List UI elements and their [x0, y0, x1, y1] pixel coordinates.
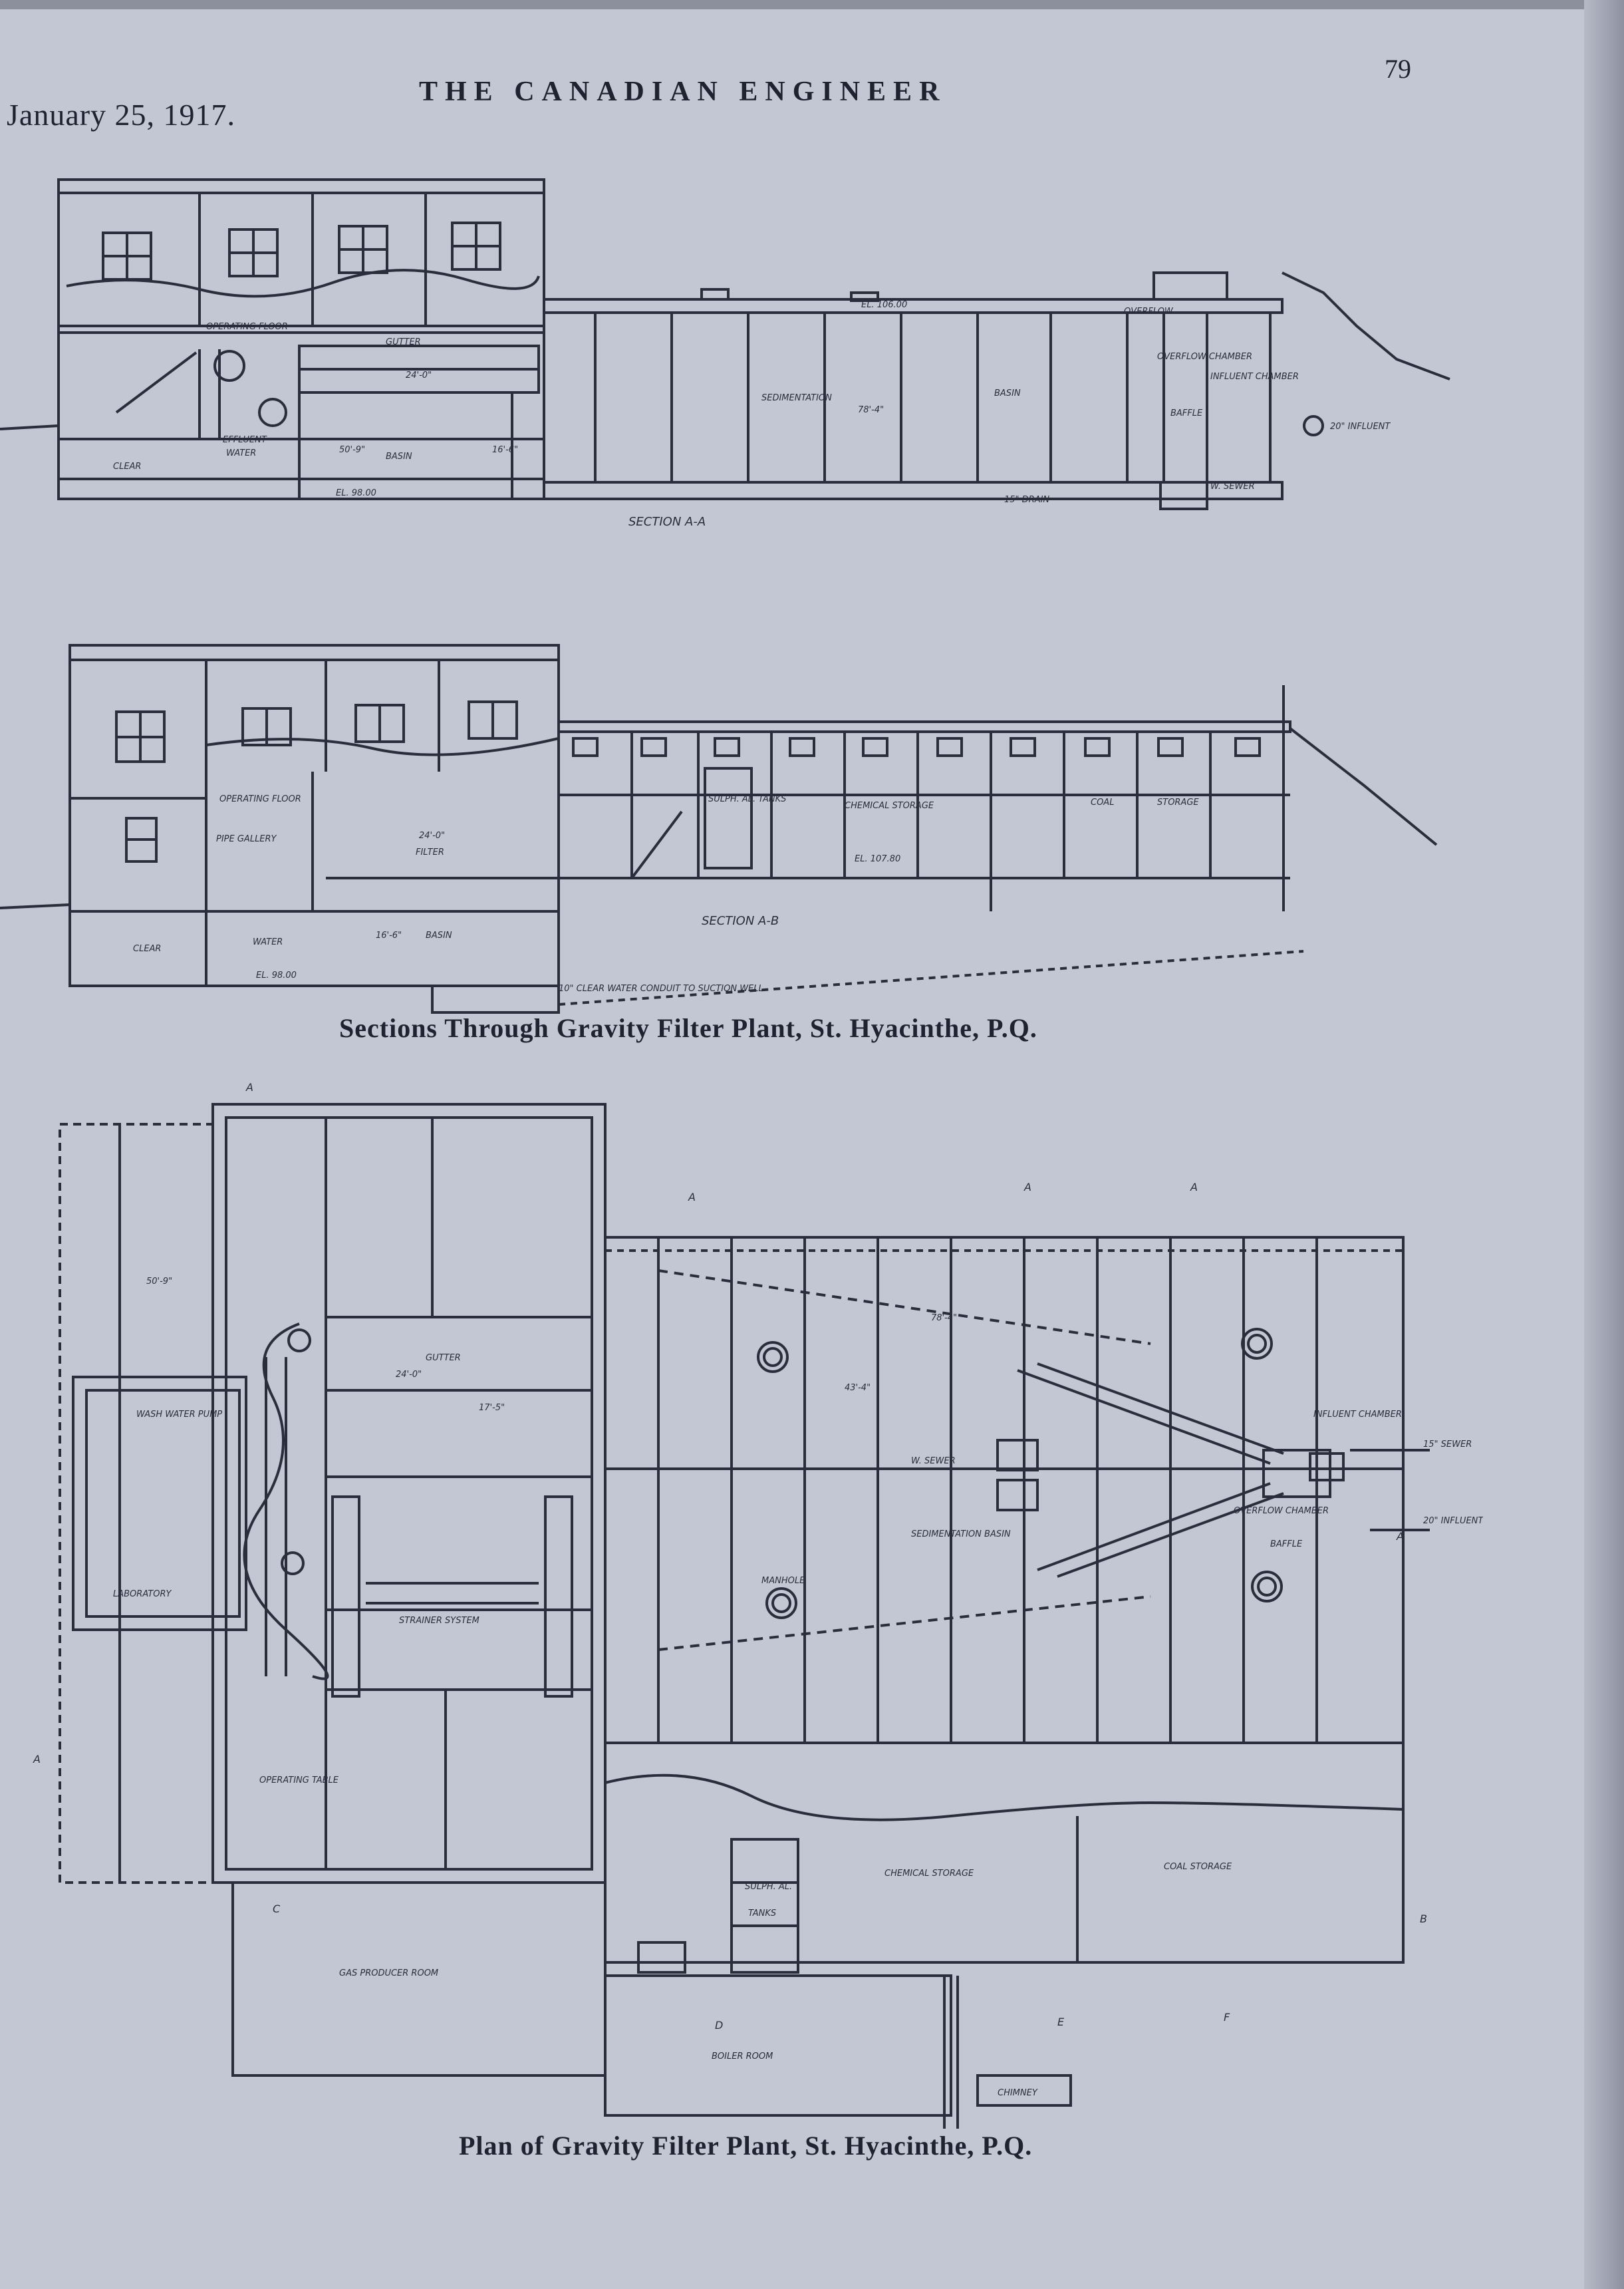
ab-label-basin: BASIN	[426, 931, 452, 941]
plan-label-influent-chamber: INFLUENT CHAMBER	[1313, 1410, 1402, 1420]
plan-label-sedimentation-basin: SEDIMENTATION BASIN	[911, 1529, 1011, 1539]
ab-section-title: SECTION A-B	[702, 914, 779, 928]
ab-label-dim-16: 16'-6"	[376, 931, 402, 941]
aa-label-basin: BASIN	[994, 388, 1021, 398]
ab-label-filter: FILTER	[416, 847, 444, 857]
ab-label-conduit: 10" CLEAR WATER CONDUIT TO SUCTION WELL	[559, 984, 763, 994]
ab-label-el-98: EL. 98.00	[256, 971, 297, 981]
ab-label-chemical-storage: CHEMICAL STORAGE	[845, 801, 934, 811]
plan-label-boiler-room: BOILER ROOM	[712, 2052, 773, 2061]
plan-label-gutter: GUTTER	[426, 1353, 461, 1363]
aa-label-drain: 15" DRAIN	[1004, 495, 1049, 505]
ab-label-clear: CLEAR	[133, 944, 161, 954]
plan-marker-c: C	[273, 1903, 281, 1915]
plan-marker-a2: A	[688, 1191, 696, 1203]
section-ab-drawing: OPERATING FLOOR PIPE GALLERY FILTER CLEA…	[0, 644, 1438, 1014]
plan-marker-f: F	[1224, 2011, 1230, 2024]
aa-label-sewer: W. SEWER	[1210, 482, 1255, 492]
aa-label-clear: CLEAR	[113, 462, 141, 472]
aa-label-el-106: EL. 106.00	[861, 300, 907, 310]
plan-marker-d: D	[715, 2019, 723, 2032]
ab-label-water: WATER	[253, 937, 283, 947]
plan-label-wash-water-pump: WASH WATER PUMP	[136, 1410, 222, 1420]
plan-label-coal-storage: COAL STORAGE	[1164, 1862, 1232, 1872]
plan-label-dim-24: 24'-0"	[396, 1370, 422, 1380]
plan-label-dim-50: 50'-9"	[146, 1277, 172, 1287]
plan-label-manhole: MANHOLE	[761, 1576, 805, 1586]
ab-label-coal: COAL	[1091, 798, 1114, 808]
section-aa-drawing: CLEAR WATER EFFLUENT BASIN SEDIMENTATION…	[0, 178, 1450, 529]
aa-label-effluent: EFFLUENT	[223, 435, 267, 445]
plan-label-chimney: CHIMNEY	[998, 2088, 1038, 2098]
aa-label-overflow-chamber: OVERFLOW CHAMBER	[1157, 352, 1252, 362]
aa-label-sedimentation: SEDIMENTATION	[761, 393, 832, 403]
plan-label-sewer: W. SEWER	[911, 1456, 956, 1466]
aa-label-overflow: OVERFLOW	[1124, 307, 1174, 317]
plan-marker-a3: A	[1023, 1181, 1031, 1193]
aa-section-title: SECTION A-A	[628, 515, 706, 529]
plan-label-baffle: BAFFLE	[1270, 1539, 1303, 1549]
plan-marker-a4: A	[1190, 1181, 1198, 1193]
aa-label-gutter: GUTTER	[386, 337, 421, 347]
plan-marker-a6: A	[33, 1753, 41, 1765]
plan-label-dim-17: 17'-5"	[479, 1403, 505, 1413]
ab-label-dim-24: 24'-0"	[419, 831, 445, 841]
plan-label-dim-43: 43'-4"	[845, 1383, 871, 1393]
plan-marker-a5: A	[1396, 1530, 1404, 1543]
plan-marker-b: B	[1420, 1912, 1427, 1925]
plan-label-sulph: SULPH. AL.	[745, 1882, 792, 1892]
ab-label-pipe-gallery: PIPE GALLERY	[216, 834, 277, 844]
plan-label-chemical-storage: CHEMICAL STORAGE	[884, 1869, 974, 1879]
plan-marker-a1: A	[245, 1081, 253, 1094]
page-number: 79	[1385, 54, 1411, 84]
aa-label-dim-16: 16'-6"	[492, 445, 518, 455]
sections-caption: Sections Through Gravity Filter Plant, S…	[339, 1013, 1037, 1043]
aa-label-dim-24: 24'-0"	[406, 371, 432, 381]
aa-label-baffle: BAFFLE	[1170, 408, 1203, 418]
page-binding-edge	[1584, 0, 1624, 2289]
plan-label-strainer-system: STRAINER SYSTEM	[399, 1616, 479, 1626]
ab-label-operating-floor: OPERATING FLOOR	[219, 794, 301, 804]
header-date: January 25, 1917.	[7, 98, 236, 132]
plan-caption: Plan of Gravity Filter Plant, St. Hyacin…	[459, 2131, 1033, 2161]
plan-label-sewer-pipe: 15" SEWER	[1423, 1440, 1472, 1450]
journal-title: THE CANADIAN ENGINEER	[419, 76, 947, 107]
plan-label-tanks: TANKS	[748, 1908, 776, 1918]
aa-label-dim-78: 78'-4"	[858, 405, 884, 415]
aa-label-operating-floor: OPERATING FLOOR	[206, 322, 288, 332]
plan-drawing: WASH WATER PUMP LABORATORY STRAINER SYST…	[33, 1081, 1483, 2129]
aa-label-water: WATER	[226, 448, 256, 458]
ab-label-sulph-tanks: SULPH. AL. TANKS	[708, 794, 786, 804]
aa-label-el-98: EL. 98.00	[336, 488, 376, 498]
aa-label-basin-filter: BASIN	[386, 452, 412, 462]
aa-label-influent-pipe: 20" INFLUENT	[1330, 422, 1391, 432]
ab-label-storage: STORAGE	[1157, 798, 1199, 808]
plan-label-influent-pipe: 20" INFLUENT	[1423, 1516, 1483, 1526]
aa-label-influent-chamber: INFLUENT CHAMBER	[1210, 372, 1299, 382]
plan-label-overflow-chamber: OVERFLOW CHAMBER	[1234, 1506, 1329, 1516]
plan-label-laboratory: LABORATORY	[113, 1589, 172, 1599]
ab-label-el-107: EL. 107.80	[855, 854, 900, 864]
plan-marker-e: E	[1057, 2016, 1065, 2028]
aa-label-dim-50: 50'-9"	[339, 445, 365, 455]
plan-label-gas-producer-room: GAS PRODUCER ROOM	[339, 1968, 438, 1978]
plan-label-dim-78: 78'-4"	[931, 1313, 957, 1323]
plan-label-operating-table: OPERATING TABLE	[259, 1775, 339, 1785]
page-top-edge	[0, 0, 1624, 9]
